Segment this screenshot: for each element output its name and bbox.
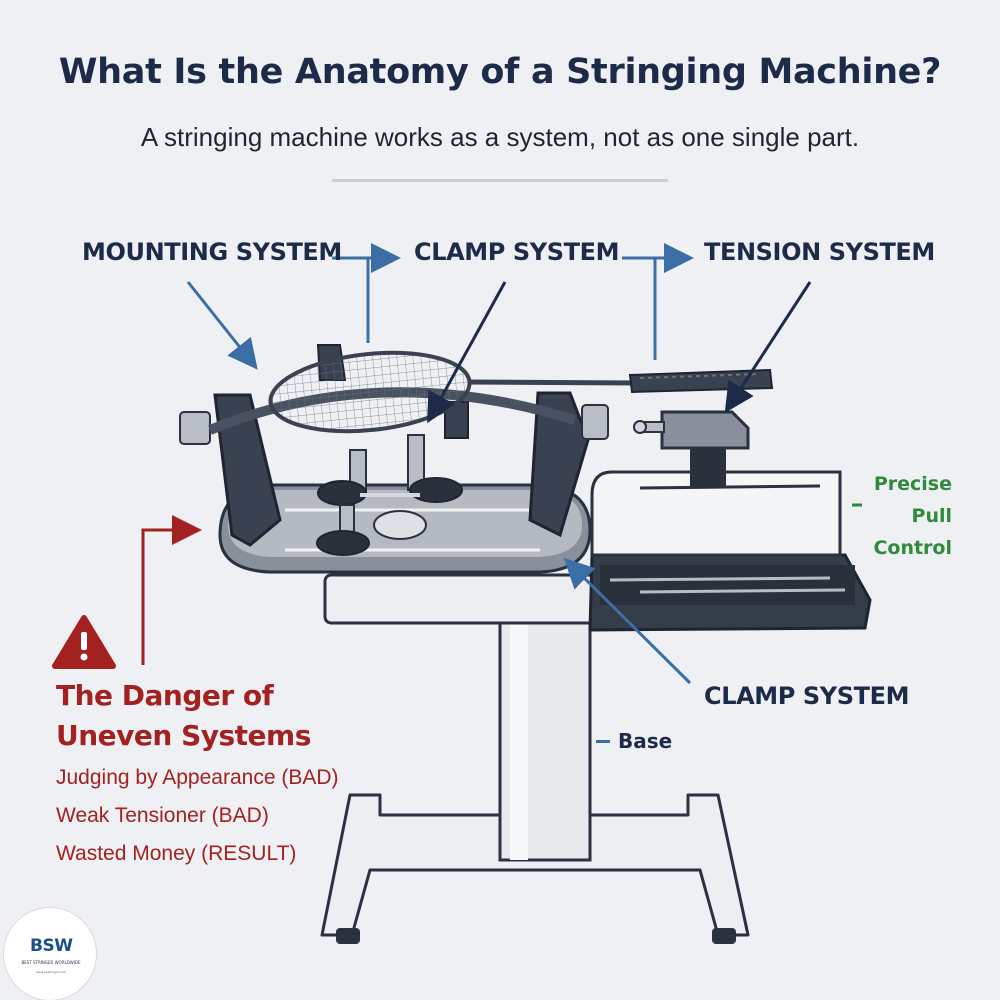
turntable	[218, 483, 592, 574]
danger-heading-line-2: Uneven Systems	[56, 719, 311, 752]
label-precise-pull-control: Precise Pull Control	[852, 468, 952, 564]
tension-head	[588, 410, 872, 632]
label-tension-system: TENSION SYSTEM	[704, 238, 935, 266]
warning-icon	[52, 615, 116, 669]
danger-heading: The Danger of Uneven Systems	[56, 676, 311, 756]
logo-url: www.bsstringer.com	[35, 970, 67, 974]
logo-name: BSW	[30, 936, 73, 956]
label-clamp-system-bottom: CLAMP SYSTEM	[704, 682, 910, 710]
label-base: Base	[618, 729, 673, 753]
danger-item: Weak Tensioner (BAD)	[56, 804, 269, 827]
precise-line-2: Pull	[911, 505, 952, 527]
precise-line-3: Control	[873, 537, 952, 559]
pointer-arrows	[141, 281, 862, 685]
base-marker	[596, 740, 610, 743]
precise-line-1: Precise	[873, 473, 952, 495]
bsw-logo: BSW BEST STRINGER WORLDWIDE www.bsstring…	[4, 908, 96, 1000]
logo-tagline: BEST STRINGER WORLDWIDE	[21, 960, 81, 965]
racket	[268, 350, 774, 434]
clamps	[316, 434, 463, 556]
danger-item: Judging by Appearance (BAD)	[56, 766, 339, 789]
label-mounting-system: MOUNTING SYSTEM	[82, 238, 342, 266]
label-clamp-system-top: CLAMP SYSTEM	[414, 238, 620, 266]
flow-arrows	[332, 243, 694, 360]
divider	[332, 179, 668, 182]
page-subtitle: A stringing machine works as a system, n…	[140, 122, 860, 152]
stand-base	[320, 793, 750, 944]
danger-item: Wasted Money (RESULT)	[56, 842, 297, 865]
page-title: What Is the Anatomy of a Stringing Machi…	[58, 52, 942, 92]
danger-heading-line-1: The Danger of	[56, 679, 274, 712]
